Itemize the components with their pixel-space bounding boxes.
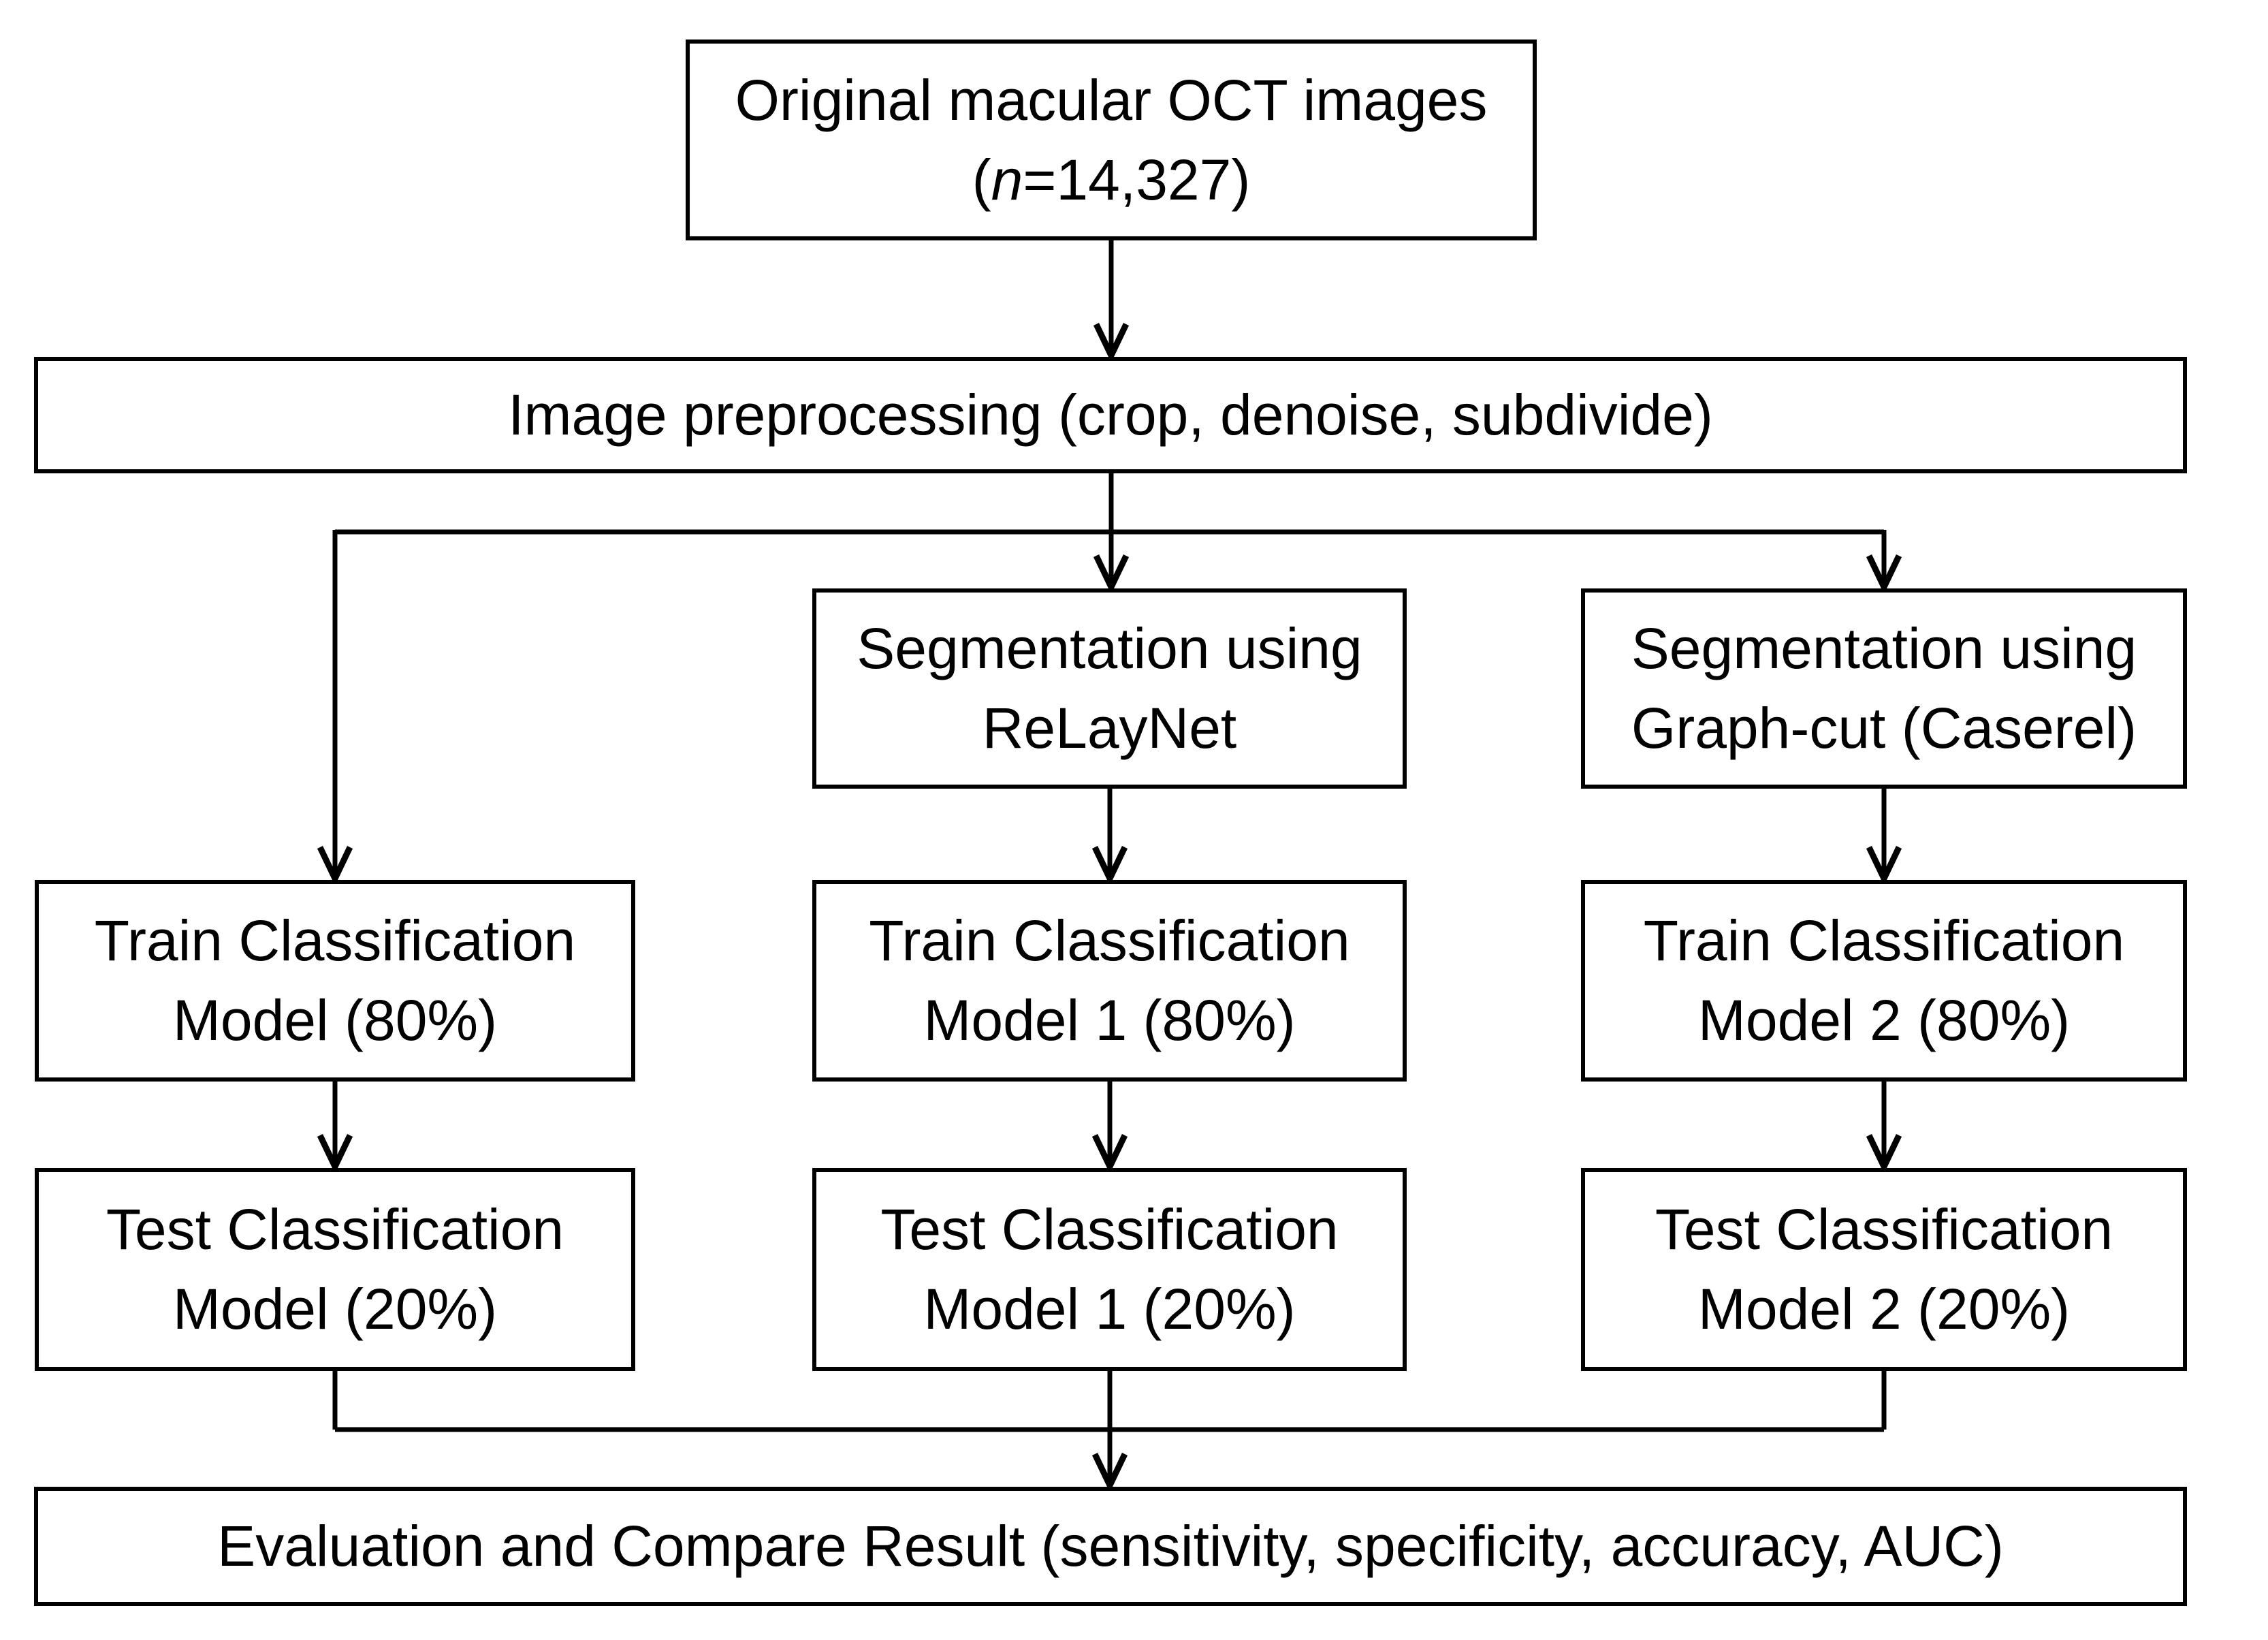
box-test-model-2: Test Classification Model 2 (20%) xyxy=(1581,1168,2187,1371)
segmentation-relaynet-line2: ReLayNet xyxy=(982,696,1237,760)
test-model-1-line1: Test Classification xyxy=(880,1197,1339,1261)
arrow-train2-to-test2 xyxy=(1866,1082,1902,1174)
connector-preprocess-to-rail xyxy=(335,473,1884,535)
test-model-line1: Test Classification xyxy=(106,1197,564,1261)
arrow-train0-to-test0 xyxy=(317,1082,353,1174)
test-model-2-line1: Test Classification xyxy=(1655,1197,2113,1261)
train-model-line2: Model (80%) xyxy=(172,988,498,1052)
train-model-line1: Train Classification xyxy=(94,909,576,973)
connector-tests-to-merge-rail xyxy=(332,1371,1887,1432)
arrow-seg-graphcut-to-train2 xyxy=(1866,789,1902,886)
test-model-2-line2: Model 2 (20%) xyxy=(1697,1277,2071,1341)
test-model-1-line2: Model 1 (20%) xyxy=(923,1277,1296,1341)
box-train-model: Train Classification Model (80%) xyxy=(35,880,635,1082)
arrow-train1-to-test1 xyxy=(1091,1082,1128,1174)
train-model-1-line1: Train Classification xyxy=(869,909,1350,973)
box-test-model: Test Classification Model (20%) xyxy=(35,1168,635,1371)
box-test-model-1: Test Classification Model 1 (20%) xyxy=(812,1168,1407,1371)
box-source-images: Original macular OCT images (n=14,327) xyxy=(686,40,1537,240)
count-variable-n: n xyxy=(991,147,1023,212)
box-segmentation-relaynet: Segmentation using ReLayNet xyxy=(812,588,1407,789)
train-model-2-line2: Model 2 (80%) xyxy=(1697,988,2071,1052)
box-train-model-1: Train Classification Model 1 (80%) xyxy=(812,880,1407,1082)
source-images-title: Original macular OCT images xyxy=(735,67,1488,132)
test-model-line2: Model (20%) xyxy=(172,1277,498,1341)
box-train-model-2: Train Classification Model 2 (80%) xyxy=(1581,880,2187,1082)
train-model-2-line1: Train Classification xyxy=(1643,909,2125,973)
train-model-1-line2: Model 1 (80%) xyxy=(923,988,1296,1052)
segmentation-graphcut-line1: Segmentation using xyxy=(1631,616,2137,680)
arrow-rail-to-seg-graphcut xyxy=(1866,530,1902,595)
arrow-seg-relaynet-to-train1 xyxy=(1091,789,1128,886)
arrow-merge-to-evaluation xyxy=(1091,1430,1128,1493)
arrow-source-to-preprocess xyxy=(1093,240,1130,363)
evaluation-label: Evaluation and Compare Result (sensitivi… xyxy=(217,1514,2004,1578)
box-evaluation: Evaluation and Compare Result (sensitivi… xyxy=(34,1487,2187,1606)
image-preprocessing-label: Image preprocessing (crop, denoise, subd… xyxy=(508,383,1713,447)
segmentation-graphcut-line2: Graph-cut (Caserel) xyxy=(1631,696,2137,760)
box-segmentation-graphcut: Segmentation using Graph-cut (Caserel) xyxy=(1581,588,2187,789)
source-images-count: (n=14,327) xyxy=(972,147,1251,212)
box-image-preprocessing: Image preprocessing (crop, denoise, subd… xyxy=(34,357,2187,473)
segmentation-relaynet-line1: Segmentation using xyxy=(857,616,1362,680)
arrow-rail-to-seg-relaynet xyxy=(1093,532,1130,595)
arrow-rail-to-train0 xyxy=(317,530,353,886)
